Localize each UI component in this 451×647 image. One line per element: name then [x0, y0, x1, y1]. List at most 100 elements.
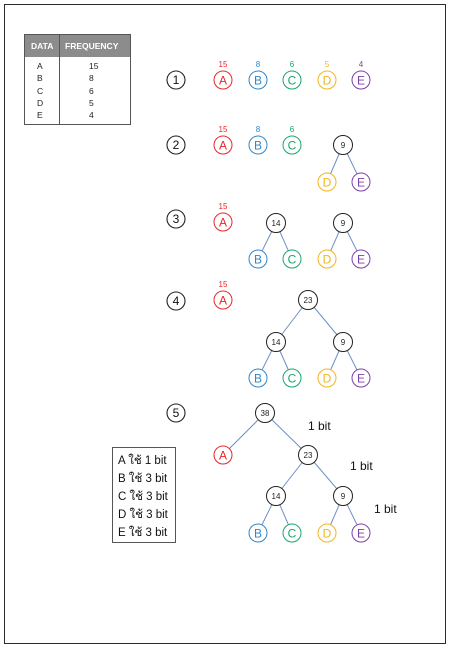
s4-node-label-C: C: [288, 372, 297, 386]
s4-node-label-n14: 14: [272, 338, 281, 347]
s3-node-B: [248, 249, 268, 269]
code-length-box: A ใช้ 1 bit B ใช้ 3 bit C ใช้ 3 bit D ใช…: [112, 447, 176, 543]
step-4-circle: [166, 291, 186, 311]
bit-label: 1 bit: [374, 502, 397, 516]
s3-node-C: [282, 249, 302, 269]
s1-node-E: [351, 70, 371, 90]
s4-node-label-n23: 23: [304, 296, 313, 305]
header-data: DATA: [31, 41, 54, 51]
s2-node-label-A: A: [219, 139, 227, 153]
s2-freq-C: 6: [290, 125, 295, 134]
s5-node-E: [351, 523, 371, 543]
step-3-label: 3: [173, 212, 180, 226]
s1-freq-D: 5: [325, 60, 330, 69]
s3-node-n9: [333, 213, 353, 233]
step-5-label: 5: [173, 406, 180, 420]
s5-node-label-n14: 14: [272, 492, 281, 501]
tree-edge: [264, 412, 309, 456]
s2-node-E: [351, 172, 371, 192]
s5-node-label-n9: 9: [341, 492, 346, 501]
s5-node-n38: [255, 403, 275, 423]
s4-node-n23: [298, 290, 318, 310]
s3-node-label-D: D: [323, 253, 332, 267]
code-line-c: C ใช้ 3 bit: [118, 491, 168, 503]
s1-freq-A: 15: [219, 60, 228, 69]
s2-freq-B: 8: [256, 125, 261, 134]
cell-frequency: 15: [89, 61, 99, 71]
code-line-d: D ใช้ 3 bit: [118, 509, 168, 521]
s3-node-label-n14: 14: [272, 219, 281, 228]
header-frequency: FREQUENCY: [65, 41, 119, 51]
cell-frequency: 5: [89, 97, 94, 108]
code-line-e: E ใช้ 3 bit: [118, 527, 168, 539]
s2-node-label-n9: 9: [341, 141, 346, 150]
s4-node-A: [213, 290, 233, 310]
table-row: A 15: [25, 61, 130, 73]
s3-node-label-C: C: [288, 253, 297, 267]
s4-node-label-A: A: [219, 294, 227, 308]
s4-node-E: [351, 368, 371, 388]
s5-node-n23: [298, 445, 318, 465]
s3-node-label-E: E: [357, 253, 365, 267]
table-header: DATA FREQUENCY: [25, 35, 130, 57]
s1-node-B: [248, 70, 268, 90]
s4-node-n9: [333, 332, 353, 352]
bit-label: 1 bit: [308, 419, 331, 433]
cell-frequency: 4: [89, 110, 94, 121]
s1-node-label-D: D: [323, 74, 332, 88]
step-1-circle: [166, 70, 186, 90]
s4-node-label-n9: 9: [341, 338, 346, 347]
s2-node-label-B: B: [254, 139, 262, 153]
page-frame: [4, 4, 446, 644]
s2-freq-A: 15: [219, 125, 228, 134]
s2-node-D: [317, 172, 337, 192]
s5-node-label-C: C: [288, 527, 297, 541]
cell-data: D: [37, 97, 44, 108]
step-3-circle: [166, 209, 186, 229]
s3-freq-A: 15: [219, 202, 228, 211]
s2-node-label-E: E: [357, 176, 365, 190]
cell-data: E: [37, 110, 43, 121]
s3-node-E: [351, 249, 371, 269]
step-4-label: 4: [173, 294, 180, 308]
cell-data: B: [37, 73, 43, 84]
s5-node-B: [248, 523, 268, 543]
s5-node-A: [213, 445, 233, 465]
s2-node-A: [213, 135, 233, 155]
s1-node-label-C: C: [288, 74, 297, 88]
s5-node-D: [317, 523, 337, 543]
s2-node-n9: [333, 135, 353, 155]
s1-freq-C: 6: [290, 60, 295, 69]
step-2-label: 2: [173, 138, 180, 152]
s2-node-label-D: D: [323, 176, 332, 190]
s3-node-label-n9: 9: [341, 219, 346, 228]
s4-node-label-E: E: [357, 372, 365, 386]
s3-node-A: [213, 212, 233, 232]
s1-node-C: [282, 70, 302, 90]
s3-node-label-A: A: [219, 216, 227, 230]
cell-data: C: [37, 85, 44, 96]
s3-node-n14: [266, 213, 286, 233]
s5-node-C: [282, 523, 302, 543]
s2-node-label-C: C: [288, 139, 297, 153]
s5-node-label-B: B: [254, 527, 262, 541]
cell-data: A: [37, 61, 43, 71]
s1-node-A: [213, 70, 233, 90]
bit-label: 1 bit: [350, 459, 373, 473]
s4-node-B: [248, 368, 268, 388]
cell-frequency: 8: [89, 73, 94, 84]
s5-node-label-A: A: [219, 449, 227, 463]
s3-node-label-B: B: [254, 253, 262, 267]
s4-freq-A: 15: [219, 280, 228, 289]
step-1-label: 1: [173, 73, 180, 87]
code-line-a: A ใช้ 1 bit: [118, 455, 167, 467]
s4-node-C: [282, 368, 302, 388]
s1-node-label-A: A: [219, 74, 227, 88]
s4-node-n14: [266, 332, 286, 352]
s1-node-label-B: B: [254, 74, 262, 88]
s1-node-D: [317, 70, 337, 90]
